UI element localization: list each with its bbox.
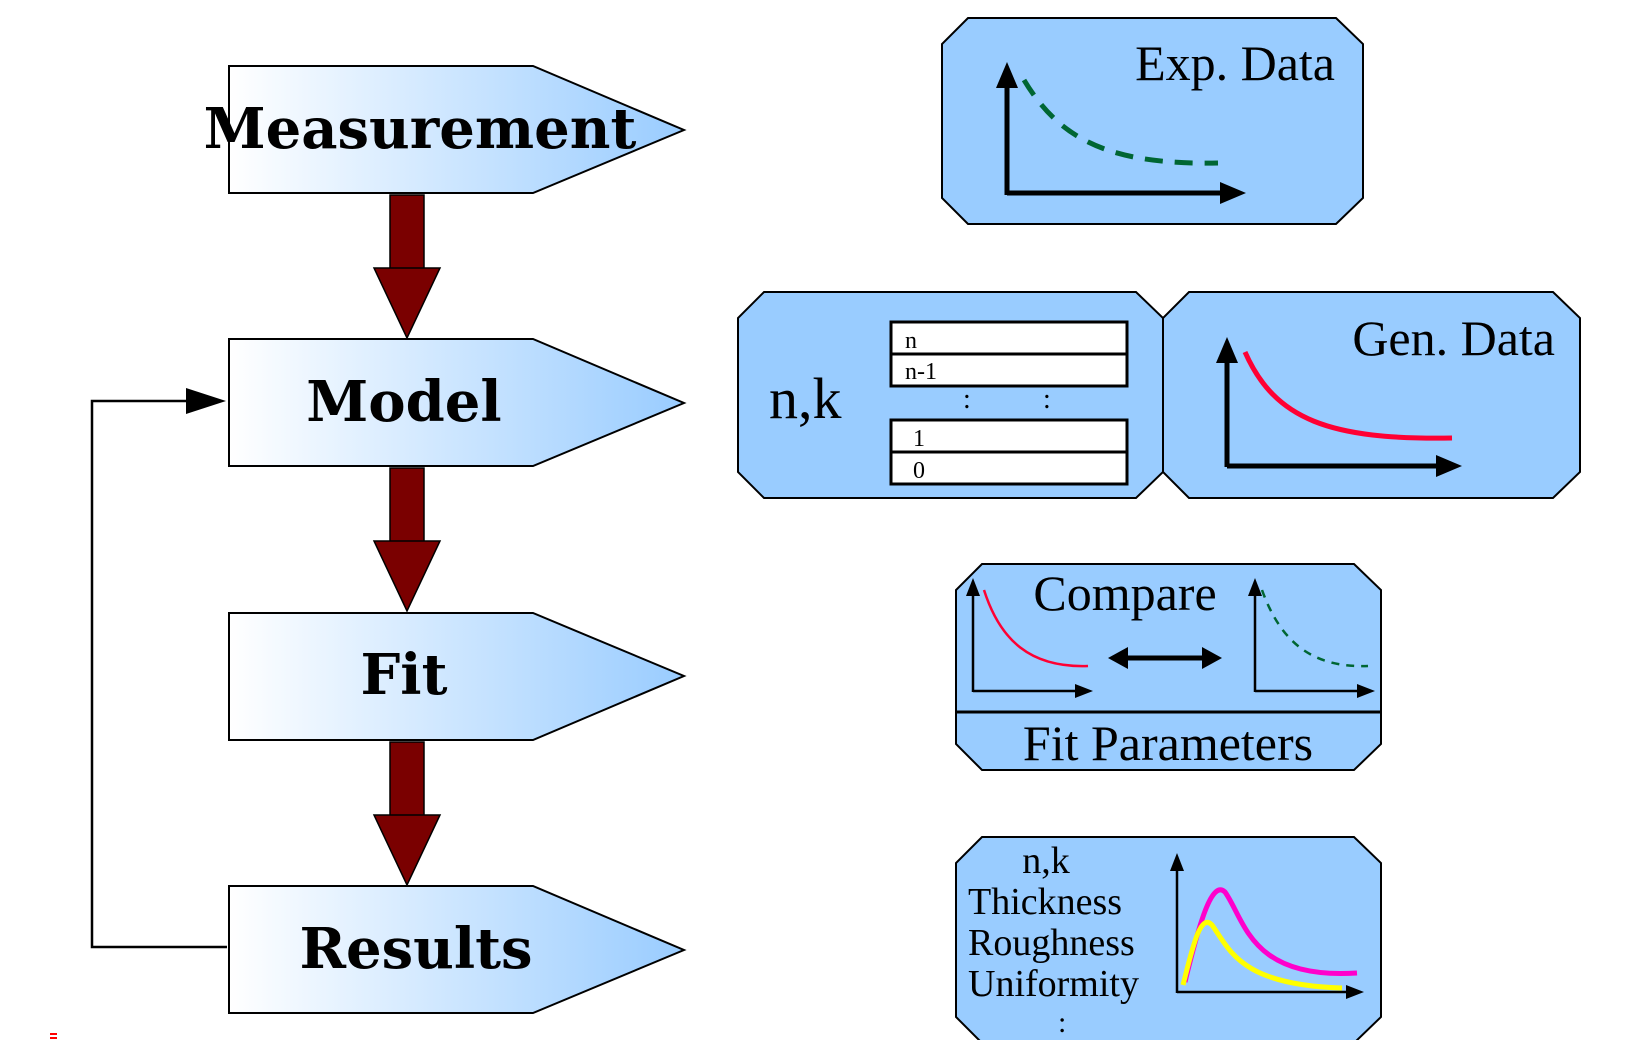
flow-down-arrow-2 — [372, 467, 442, 613]
results-ellipsis: : — [1058, 1006, 1066, 1039]
flow-down-arrow-3 — [372, 741, 442, 887]
step-results-label: Results — [299, 916, 532, 982]
results-param: n,k — [1022, 840, 1070, 882]
results-param: Thickness — [968, 881, 1122, 923]
panel-exp-data: Exp. Data — [941, 17, 1364, 225]
panel-gen-data: Gen. Data — [1162, 291, 1581, 499]
gen-data-title: Gen. Data — [1352, 310, 1555, 366]
layer-label: n-1 — [905, 359, 937, 385]
step-measurement-label: Measurement — [204, 96, 637, 162]
layer-ellipsis: : — [963, 384, 971, 415]
layer-label: 1 — [913, 426, 925, 452]
results-curve-yellow — [1180, 920, 1343, 991]
results-param: Roughness — [968, 922, 1135, 964]
layer-ellipsis: : — [1043, 384, 1051, 415]
gen-data-curve — [1242, 350, 1453, 441]
results-param: Uniformity — [968, 963, 1139, 1005]
panel-results: n,k Thickness Roughness Uniformity : — [955, 836, 1382, 1040]
layer-label: n — [905, 328, 917, 354]
step-fit-label: Fit — [361, 642, 448, 708]
exp-data-curve — [1021, 78, 1219, 166]
panel-model: n,k n n-1 1 0 : : — [737, 291, 1164, 499]
step-model: Model — [228, 338, 687, 467]
step-fit: Fit — [228, 612, 687, 741]
compare-title: Compare — [1033, 565, 1216, 621]
exp-data-title: Exp. Data — [1135, 35, 1335, 91]
red-mark — [50, 1033, 57, 1039]
compare-gen-curve — [982, 589, 1089, 668]
model-nk-label: n,k — [769, 366, 842, 431]
panel-compare: Compare Fit Parameters — [955, 563, 1382, 771]
compare-footer: Fit Parameters — [1023, 715, 1313, 771]
layer-label: 0 — [913, 458, 925, 484]
step-measurement: Measurement — [204, 65, 687, 194]
step-results: Results — [228, 885, 687, 1014]
flow-down-arrow-1 — [372, 194, 442, 340]
step-model-label: Model — [306, 369, 501, 435]
compare-exp-curve — [1260, 589, 1369, 668]
feedback-loop-arrow — [90, 388, 227, 949]
